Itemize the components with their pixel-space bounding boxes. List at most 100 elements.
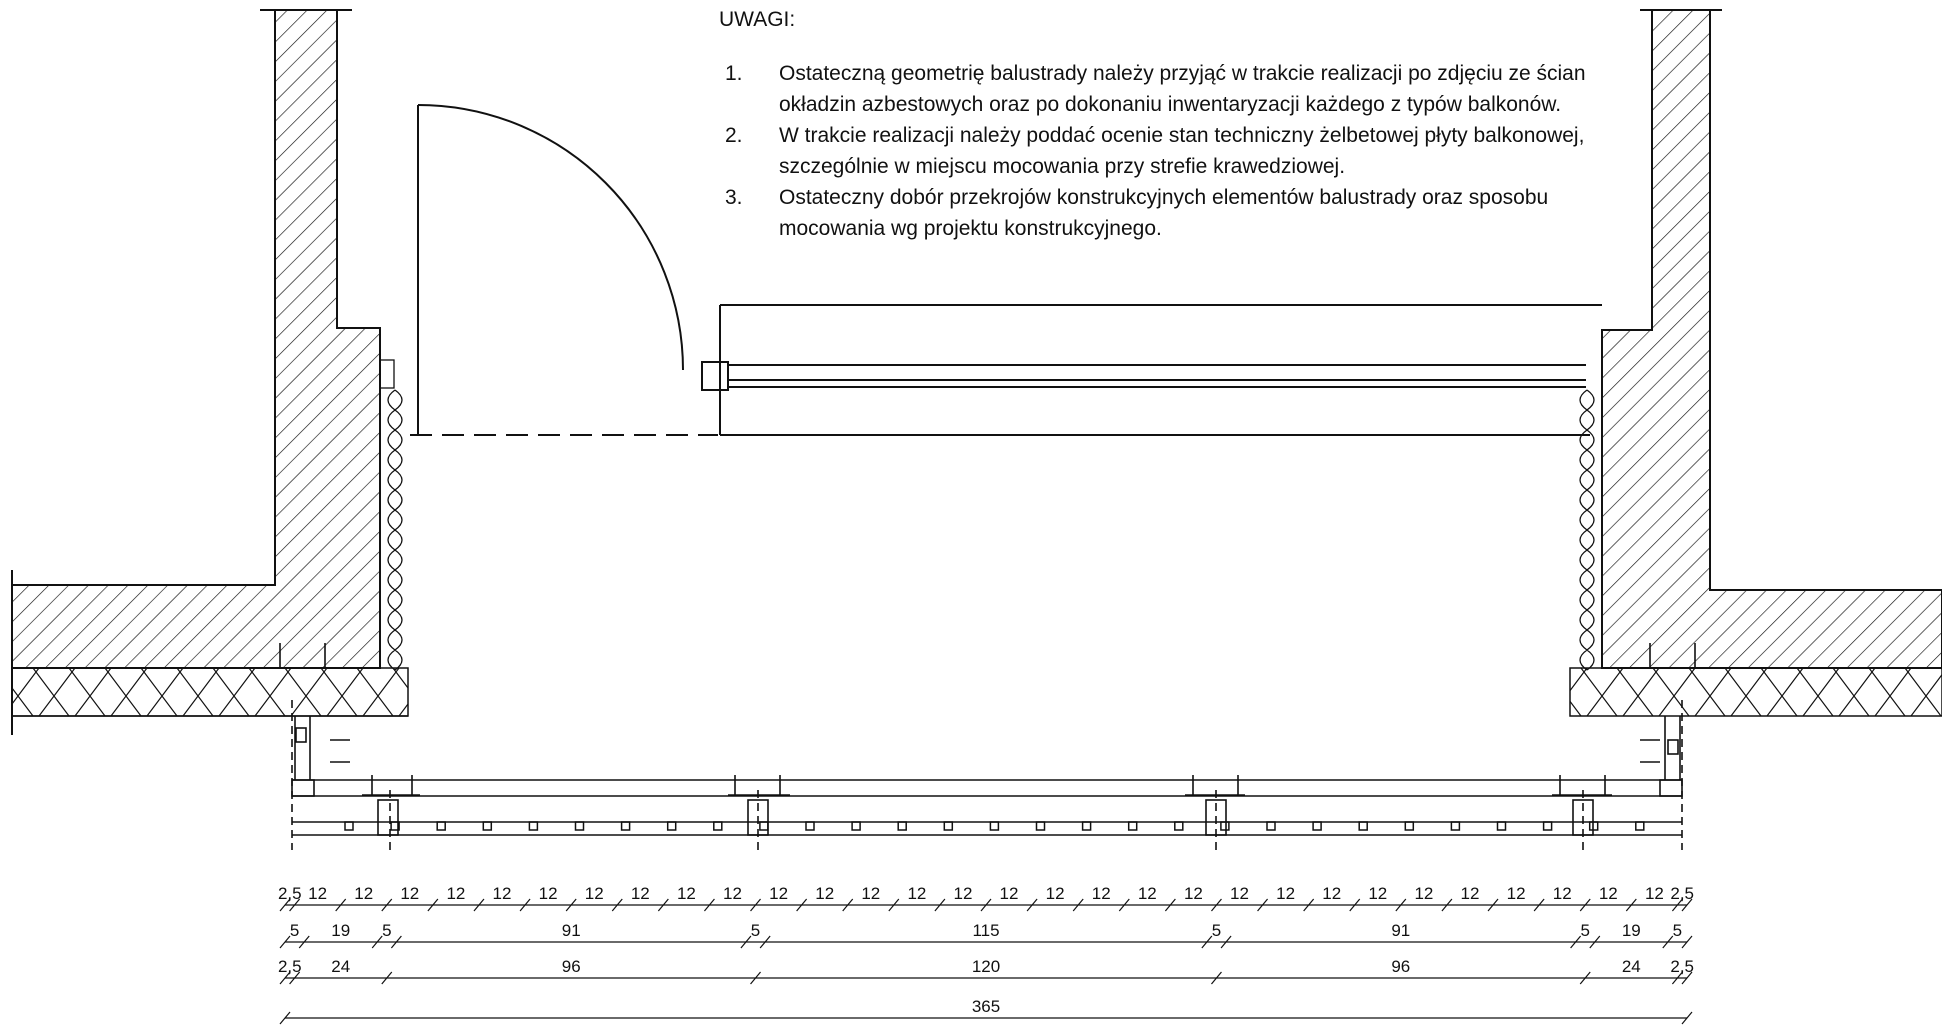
- dimension-tick: [1589, 935, 1601, 949]
- dimension-tick: [279, 1011, 291, 1025]
- baluster-square: [1035, 821, 1046, 831]
- dimension-tick: [1625, 898, 1637, 912]
- dimension-label: 12: [861, 884, 880, 903]
- dimension-label: 19: [1622, 921, 1641, 940]
- right-wall: [1601, 9, 1942, 669]
- baluster-square: [574, 821, 585, 831]
- dimension-tick: [1662, 935, 1674, 949]
- balustrade: [279, 643, 1696, 850]
- dimension-label: 5: [290, 921, 299, 940]
- baluster-square: [1588, 821, 1599, 831]
- dimension-label: 24: [331, 957, 350, 976]
- baluster-square: [620, 821, 631, 831]
- dimension-label: 12: [1092, 884, 1111, 903]
- baluster-square: [1404, 821, 1415, 831]
- dimension-tick: [279, 898, 291, 912]
- dimension-tick: [390, 935, 402, 949]
- dimension-tick: [1211, 971, 1222, 985]
- dimension-label: 5: [1673, 921, 1682, 940]
- dimension-label: 12: [954, 884, 973, 903]
- note-1-text: Ostateczną geometrię balustrady należy p…: [779, 62, 1586, 116]
- note-2-text: W trakcie realizacji należy poddać oceni…: [779, 124, 1585, 178]
- dimension-tick: [519, 898, 531, 912]
- dimension-tick: [1579, 971, 1591, 985]
- dimension-label: 5: [382, 921, 391, 940]
- left-wall: [11, 9, 381, 669]
- dimension-tick: [842, 898, 854, 912]
- baluster-square: [1266, 821, 1276, 831]
- baluster-square: [1312, 821, 1322, 831]
- baluster-square: [1174, 821, 1184, 831]
- dimension-label: 12: [631, 884, 650, 903]
- dimension-label: 2,5: [278, 957, 302, 976]
- dimension-label: 12: [400, 884, 419, 903]
- dimension-tick: [934, 898, 946, 912]
- dimension-label: 12: [1507, 884, 1526, 903]
- baluster-square: [759, 821, 769, 831]
- dimension-tick: [888, 898, 900, 912]
- dimension-label: 12: [1138, 884, 1157, 903]
- dimension-label: 12: [1599, 884, 1618, 903]
- baluster-square: [344, 821, 354, 831]
- dimension-tick: [1533, 898, 1545, 912]
- note-3: 3. Ostateczny dobór przekrojów konstrukc…: [719, 182, 1619, 244]
- dimension-label: 12: [723, 884, 742, 903]
- dimension-tick: [565, 898, 577, 912]
- note-1: 1. Ostateczną geometrię balustrady należ…: [719, 58, 1619, 120]
- dimension-tick: [289, 898, 301, 912]
- dimension-tick: [279, 935, 291, 949]
- baluster-square: [436, 821, 446, 831]
- dimension-tick: [1072, 898, 1084, 912]
- note-3-text: Ostateczny dobór przekrojów konstrukcyjn…: [779, 186, 1549, 240]
- dimension-label: 19: [331, 921, 350, 940]
- dimension-label: 91: [1391, 921, 1410, 940]
- door: [417, 104, 684, 435]
- dimension-tick: [1164, 898, 1176, 912]
- right-insulation: [1569, 667, 1942, 717]
- dimension-tick: [427, 898, 439, 912]
- dimension-tick: [335, 898, 347, 912]
- dimension-tick: [1681, 1011, 1693, 1025]
- dimension-label: 12: [1553, 884, 1572, 903]
- dimension-label: 12: [1322, 884, 1341, 903]
- dimension-label: 12: [907, 884, 926, 903]
- dimension-tick: [1201, 935, 1213, 949]
- dimension-label: 12: [677, 884, 696, 903]
- dimension-tick: [1681, 935, 1693, 949]
- dimension-tick: [289, 971, 301, 985]
- dimension-tick: [1303, 898, 1315, 912]
- dimension-label: 12: [1230, 884, 1249, 903]
- dimension-label: 12: [585, 884, 604, 903]
- dimension-label: 115: [972, 921, 999, 940]
- dimension-label: 24: [1622, 957, 1641, 976]
- baluster-square: [1450, 821, 1461, 831]
- dimension-label: 91: [562, 921, 581, 940]
- baluster-square: [897, 821, 907, 831]
- dimension-tick: [298, 935, 310, 949]
- baluster-square: [1496, 821, 1507, 831]
- dimension-label: 12: [354, 884, 373, 903]
- dimension-tick: [1349, 898, 1361, 912]
- dimension-tick: [980, 898, 992, 912]
- baluster-square: [666, 821, 677, 831]
- dimension-tick: [1118, 898, 1130, 912]
- dimension-tick: [750, 898, 761, 912]
- dimension-tick: [611, 898, 623, 912]
- dimension-label: 12: [1645, 884, 1664, 903]
- dimension-tick: [1681, 971, 1693, 985]
- baluster-square: [713, 821, 723, 831]
- baluster-square: [1081, 821, 1092, 831]
- dimension-label: 12: [493, 884, 512, 903]
- dimension-label: 365: [972, 997, 1000, 1016]
- dimension-tick: [657, 898, 669, 912]
- dimension-tick: [703, 898, 715, 912]
- dimension-label: 2,5: [1670, 957, 1694, 976]
- dimension-chains: [279, 898, 1693, 1025]
- dimension-label: 12: [1276, 884, 1295, 903]
- baluster-square: [805, 821, 815, 831]
- dimension-label: 2,5: [278, 884, 302, 903]
- dimension-tick: [279, 971, 291, 985]
- baluster-square: [989, 821, 1000, 831]
- window: [701, 304, 1602, 436]
- dimension-tick: [796, 898, 808, 912]
